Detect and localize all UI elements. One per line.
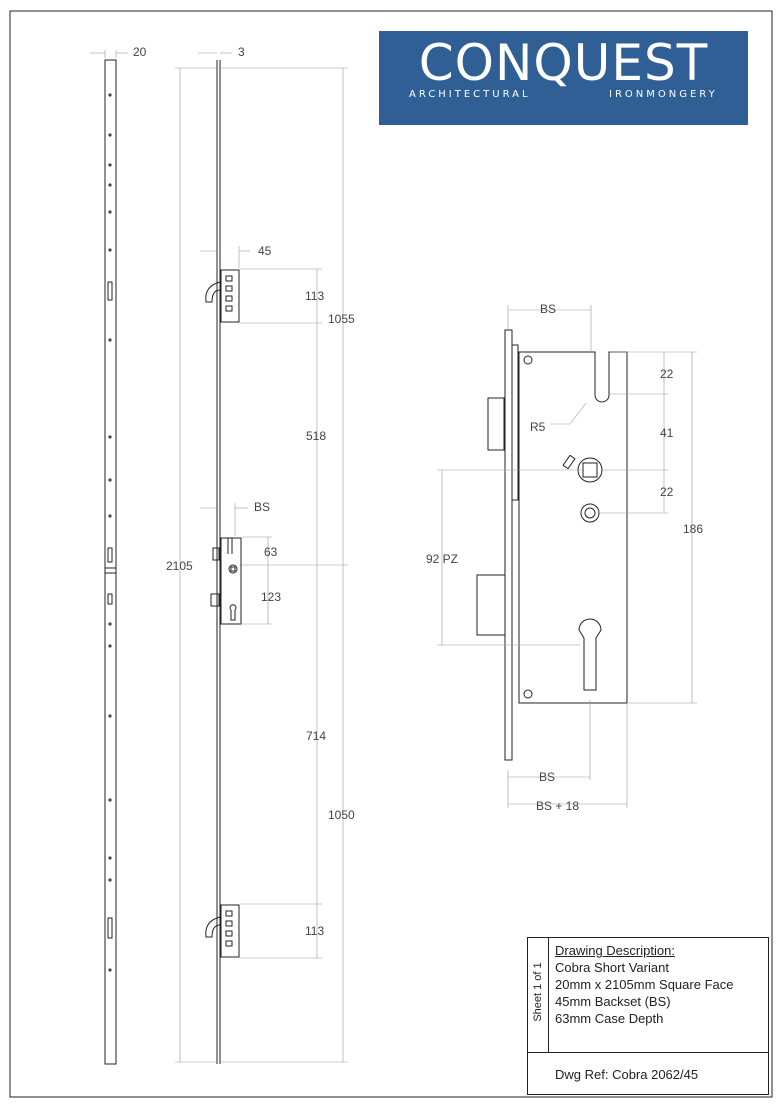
drawing-reference: Dwg Ref: Cobra 2062/45 xyxy=(555,1067,699,1082)
sheet-number: Sheet 1 of 1 xyxy=(532,962,544,1022)
description-line: Cobra Short Variant xyxy=(555,960,669,975)
dim-gearbox-lower: 123 xyxy=(261,590,281,604)
dim-hook-top-height: 113 xyxy=(305,289,324,303)
dim-gearbox-bs: BS xyxy=(254,500,270,514)
dim-radius: R5 xyxy=(530,420,546,434)
dim-pz: 92 PZ xyxy=(426,552,458,566)
dim-lower-half: 1050 xyxy=(328,808,355,822)
hook-bolt-bottom xyxy=(205,904,240,958)
sheet-border xyxy=(9,10,773,1098)
lock-side-elevation: 3 2105 1055 1050 45 113 518 xyxy=(166,45,355,1064)
dim-bs-bottom: BS xyxy=(539,770,555,784)
dim-upper-half: 1055 xyxy=(328,312,355,326)
description-line: 45mm Backset (BS) xyxy=(555,994,671,1009)
dim-gap-upper: 518 xyxy=(306,429,326,443)
brand-name: CONQUEST xyxy=(418,34,709,92)
title-block: Sheet 1 of 1 Drawing Description: Cobra … xyxy=(527,937,769,1095)
dim-gap-lower: 714 xyxy=(306,729,326,743)
dim-bs-plus: BS + 18 xyxy=(536,799,579,813)
dim-22-top: 22 xyxy=(660,367,674,381)
dim-hook-top-offset: 45 xyxy=(258,244,272,258)
dim-22-bottom: 22 xyxy=(660,485,674,499)
description-line: 20mm x 2105mm Square Face xyxy=(555,977,734,992)
lockcase-detail: BS R5 22 41 22 186 92 PZ BS BS + 18 xyxy=(426,302,703,813)
hook-bolt-top xyxy=(205,269,240,323)
dim-41: 41 xyxy=(660,426,674,440)
brand-tagline-left: ARCHITECTURAL xyxy=(409,89,531,100)
dim-hook-bottom-height: 113 xyxy=(305,924,324,938)
drawing-reference-cell: Dwg Ref: Cobra 2062/45 xyxy=(528,1052,768,1095)
dim-edge-thickness: 3 xyxy=(238,45,245,59)
brand-tagline-right: IRONMONGERY xyxy=(609,89,718,100)
description-heading: Drawing Description: xyxy=(555,943,675,958)
dim-overall-length: 2105 xyxy=(166,559,193,573)
dim-strip-width: 20 xyxy=(133,45,147,59)
gearbox xyxy=(210,537,242,625)
sheet-number-cell: Sheet 1 of 1 xyxy=(528,938,549,1052)
dim-bs-top: BS xyxy=(540,302,556,316)
dim-gearbox-case: 63 xyxy=(264,545,278,559)
description-line: 63mm Case Depth xyxy=(555,1011,664,1026)
faceplate-front-view: 20 xyxy=(90,45,147,1065)
drawing-description: Drawing Description: Cobra Short Variant… xyxy=(555,942,733,1027)
brand-logo: CONQUEST ARCHITECTURAL IRONMONGERY xyxy=(379,31,748,125)
dim-186: 186 xyxy=(683,522,703,536)
